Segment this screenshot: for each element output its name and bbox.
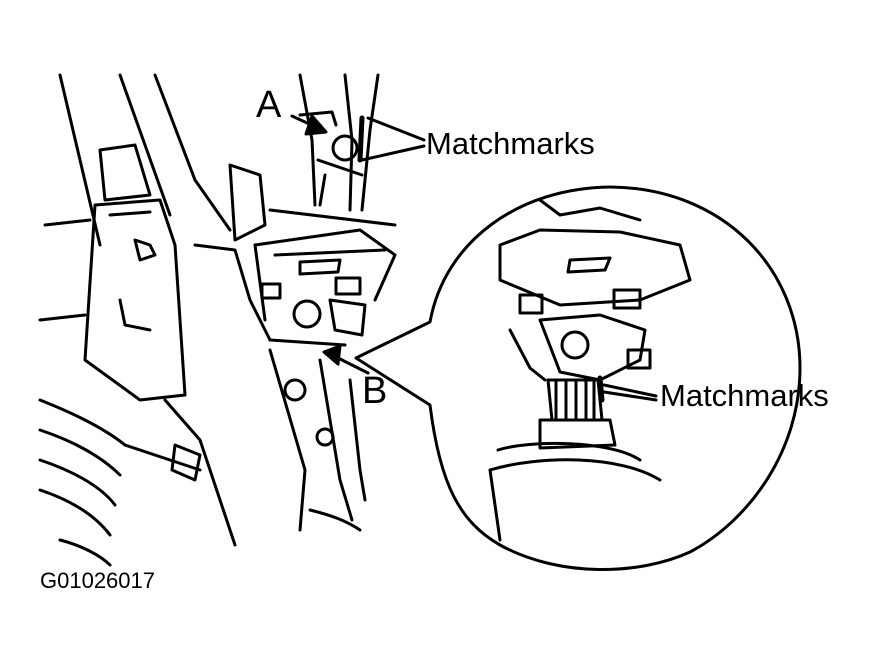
inset-magnified-view bbox=[354, 185, 802, 572]
label-a: A bbox=[256, 84, 282, 126]
universal-joint bbox=[228, 163, 397, 347]
bellows-boot bbox=[38, 398, 202, 567]
bracket-frame bbox=[38, 73, 272, 547]
label-b: B bbox=[362, 370, 388, 412]
matchmarks-top-leader bbox=[357, 115, 426, 163]
figure-code: G01026017 bbox=[40, 568, 155, 593]
label-matchmarks-top: Matchmarks bbox=[426, 126, 595, 161]
steering-shaft bbox=[298, 73, 380, 212]
lower-shaft bbox=[268, 348, 367, 532]
arrow-b bbox=[322, 344, 370, 375]
arrow-a bbox=[290, 114, 328, 136]
label-matchmarks-inset: Matchmarks bbox=[660, 378, 829, 413]
